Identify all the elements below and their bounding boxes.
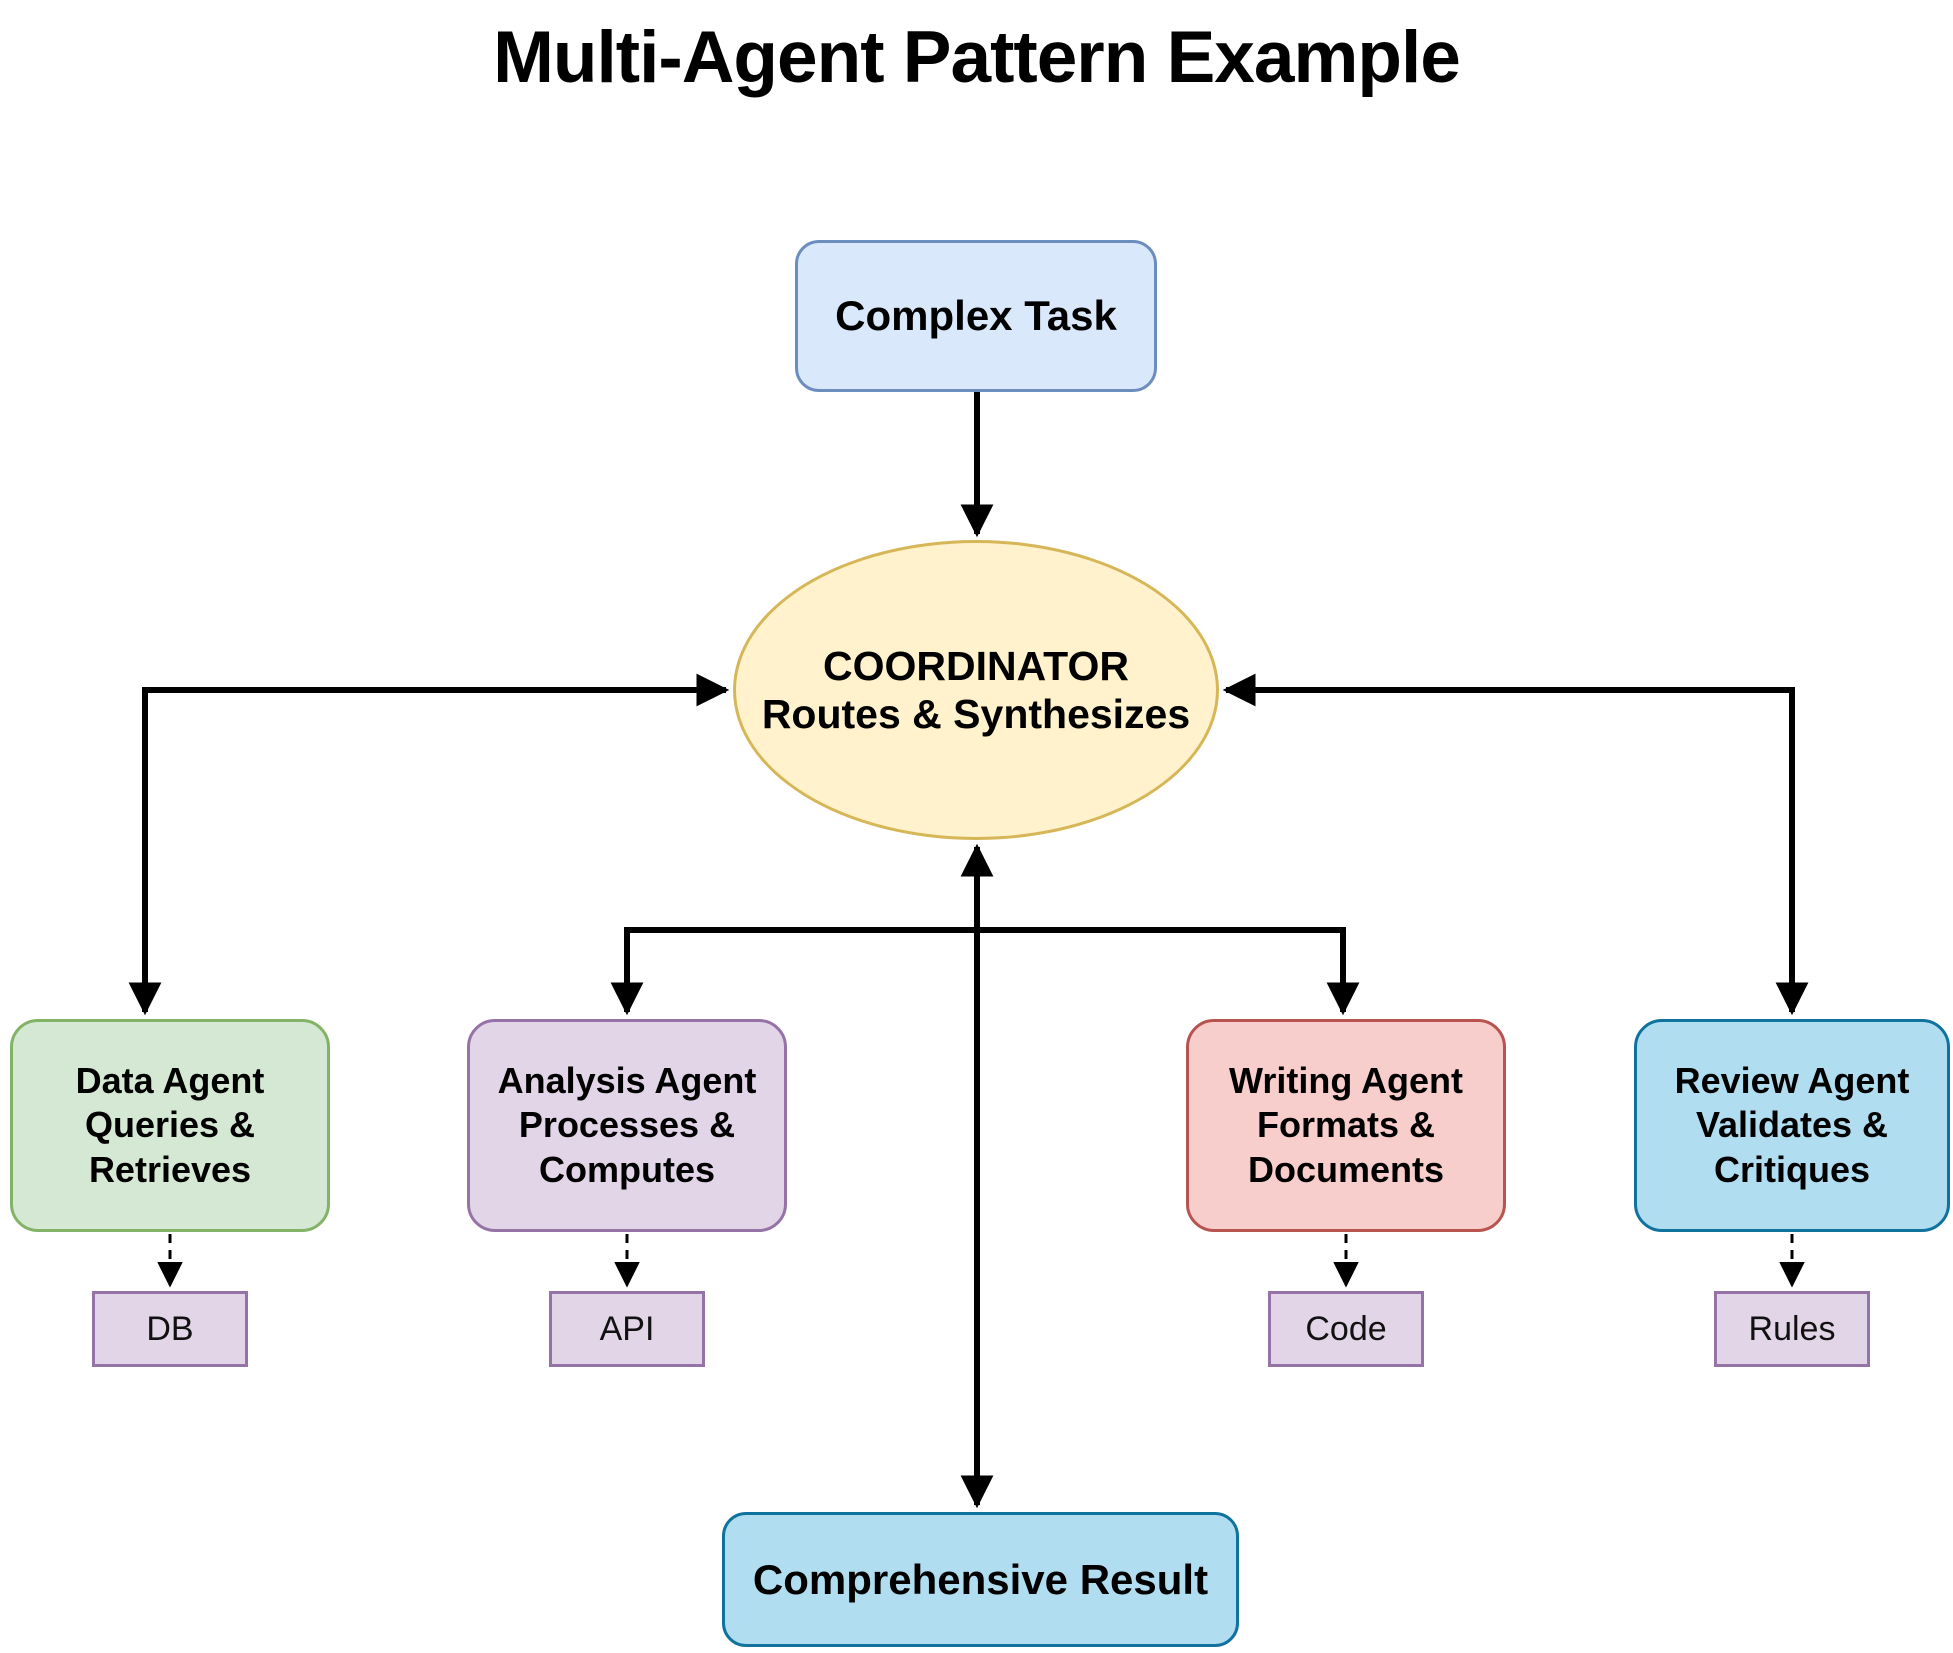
node-comprehensive-result: Comprehensive Result	[722, 1512, 1239, 1647]
node-resource-rules: Rules	[1714, 1291, 1870, 1367]
resource-label: Rules	[1748, 1309, 1836, 1348]
result-label: Comprehensive Result	[752, 1555, 1209, 1603]
agent-role-line: Retrieves	[88, 1148, 252, 1190]
node-coordinator: COORDINATOR Routes & Synthesizes	[733, 540, 1219, 840]
agent-role-line: Formats &	[1256, 1104, 1436, 1146]
node-complex-task: Complex Task	[795, 240, 1157, 392]
agent-name: Data Agent	[75, 1059, 265, 1101]
agent-role-line: Computes	[538, 1148, 715, 1190]
agent-role-line: Critiques	[1713, 1148, 1871, 1190]
node-agent-data: Data Agent Queries & Retrieves	[10, 1019, 330, 1232]
agent-name: Review Agent	[1674, 1059, 1910, 1101]
arrow-coordinator-review-agent	[1222, 673, 1809, 1016]
coordinator-label-line2: Routes & Synthesizes	[761, 691, 1191, 737]
agent-role-line: Validates &	[1695, 1104, 1889, 1146]
agent-name: Writing Agent	[1229, 1059, 1463, 1101]
coordinator-label-line1: COORDINATOR	[823, 642, 1129, 689]
diagram-title: Multi-Agent Pattern Example	[493, 17, 1461, 98]
node-agent-writing: Writing Agent Formats & Documents	[1186, 1019, 1506, 1232]
agent-role-line: Documents	[1247, 1148, 1445, 1190]
arrow-coordinator-analysis-writing	[610, 927, 1360, 1016]
agent-role-line: Processes &	[518, 1104, 736, 1146]
complex-task-label: Complex Task	[835, 292, 1117, 339]
agent-name: Analysis Agent	[497, 1059, 757, 1101]
node-agent-analysis: Analysis Agent Processes & Computes	[467, 1019, 787, 1232]
node-resource-api: API	[549, 1291, 705, 1367]
arrow-coordinator-data-agent	[128, 673, 730, 1016]
resource-label: API	[599, 1309, 655, 1348]
agent-role-line: Queries &	[84, 1104, 256, 1146]
node-resource-db: DB	[92, 1291, 248, 1367]
resource-label: Code	[1305, 1309, 1387, 1348]
node-agent-review: Review Agent Validates & Critiques	[1634, 1019, 1950, 1232]
node-resource-code: Code	[1268, 1291, 1424, 1367]
resource-label: DB	[146, 1309, 194, 1348]
